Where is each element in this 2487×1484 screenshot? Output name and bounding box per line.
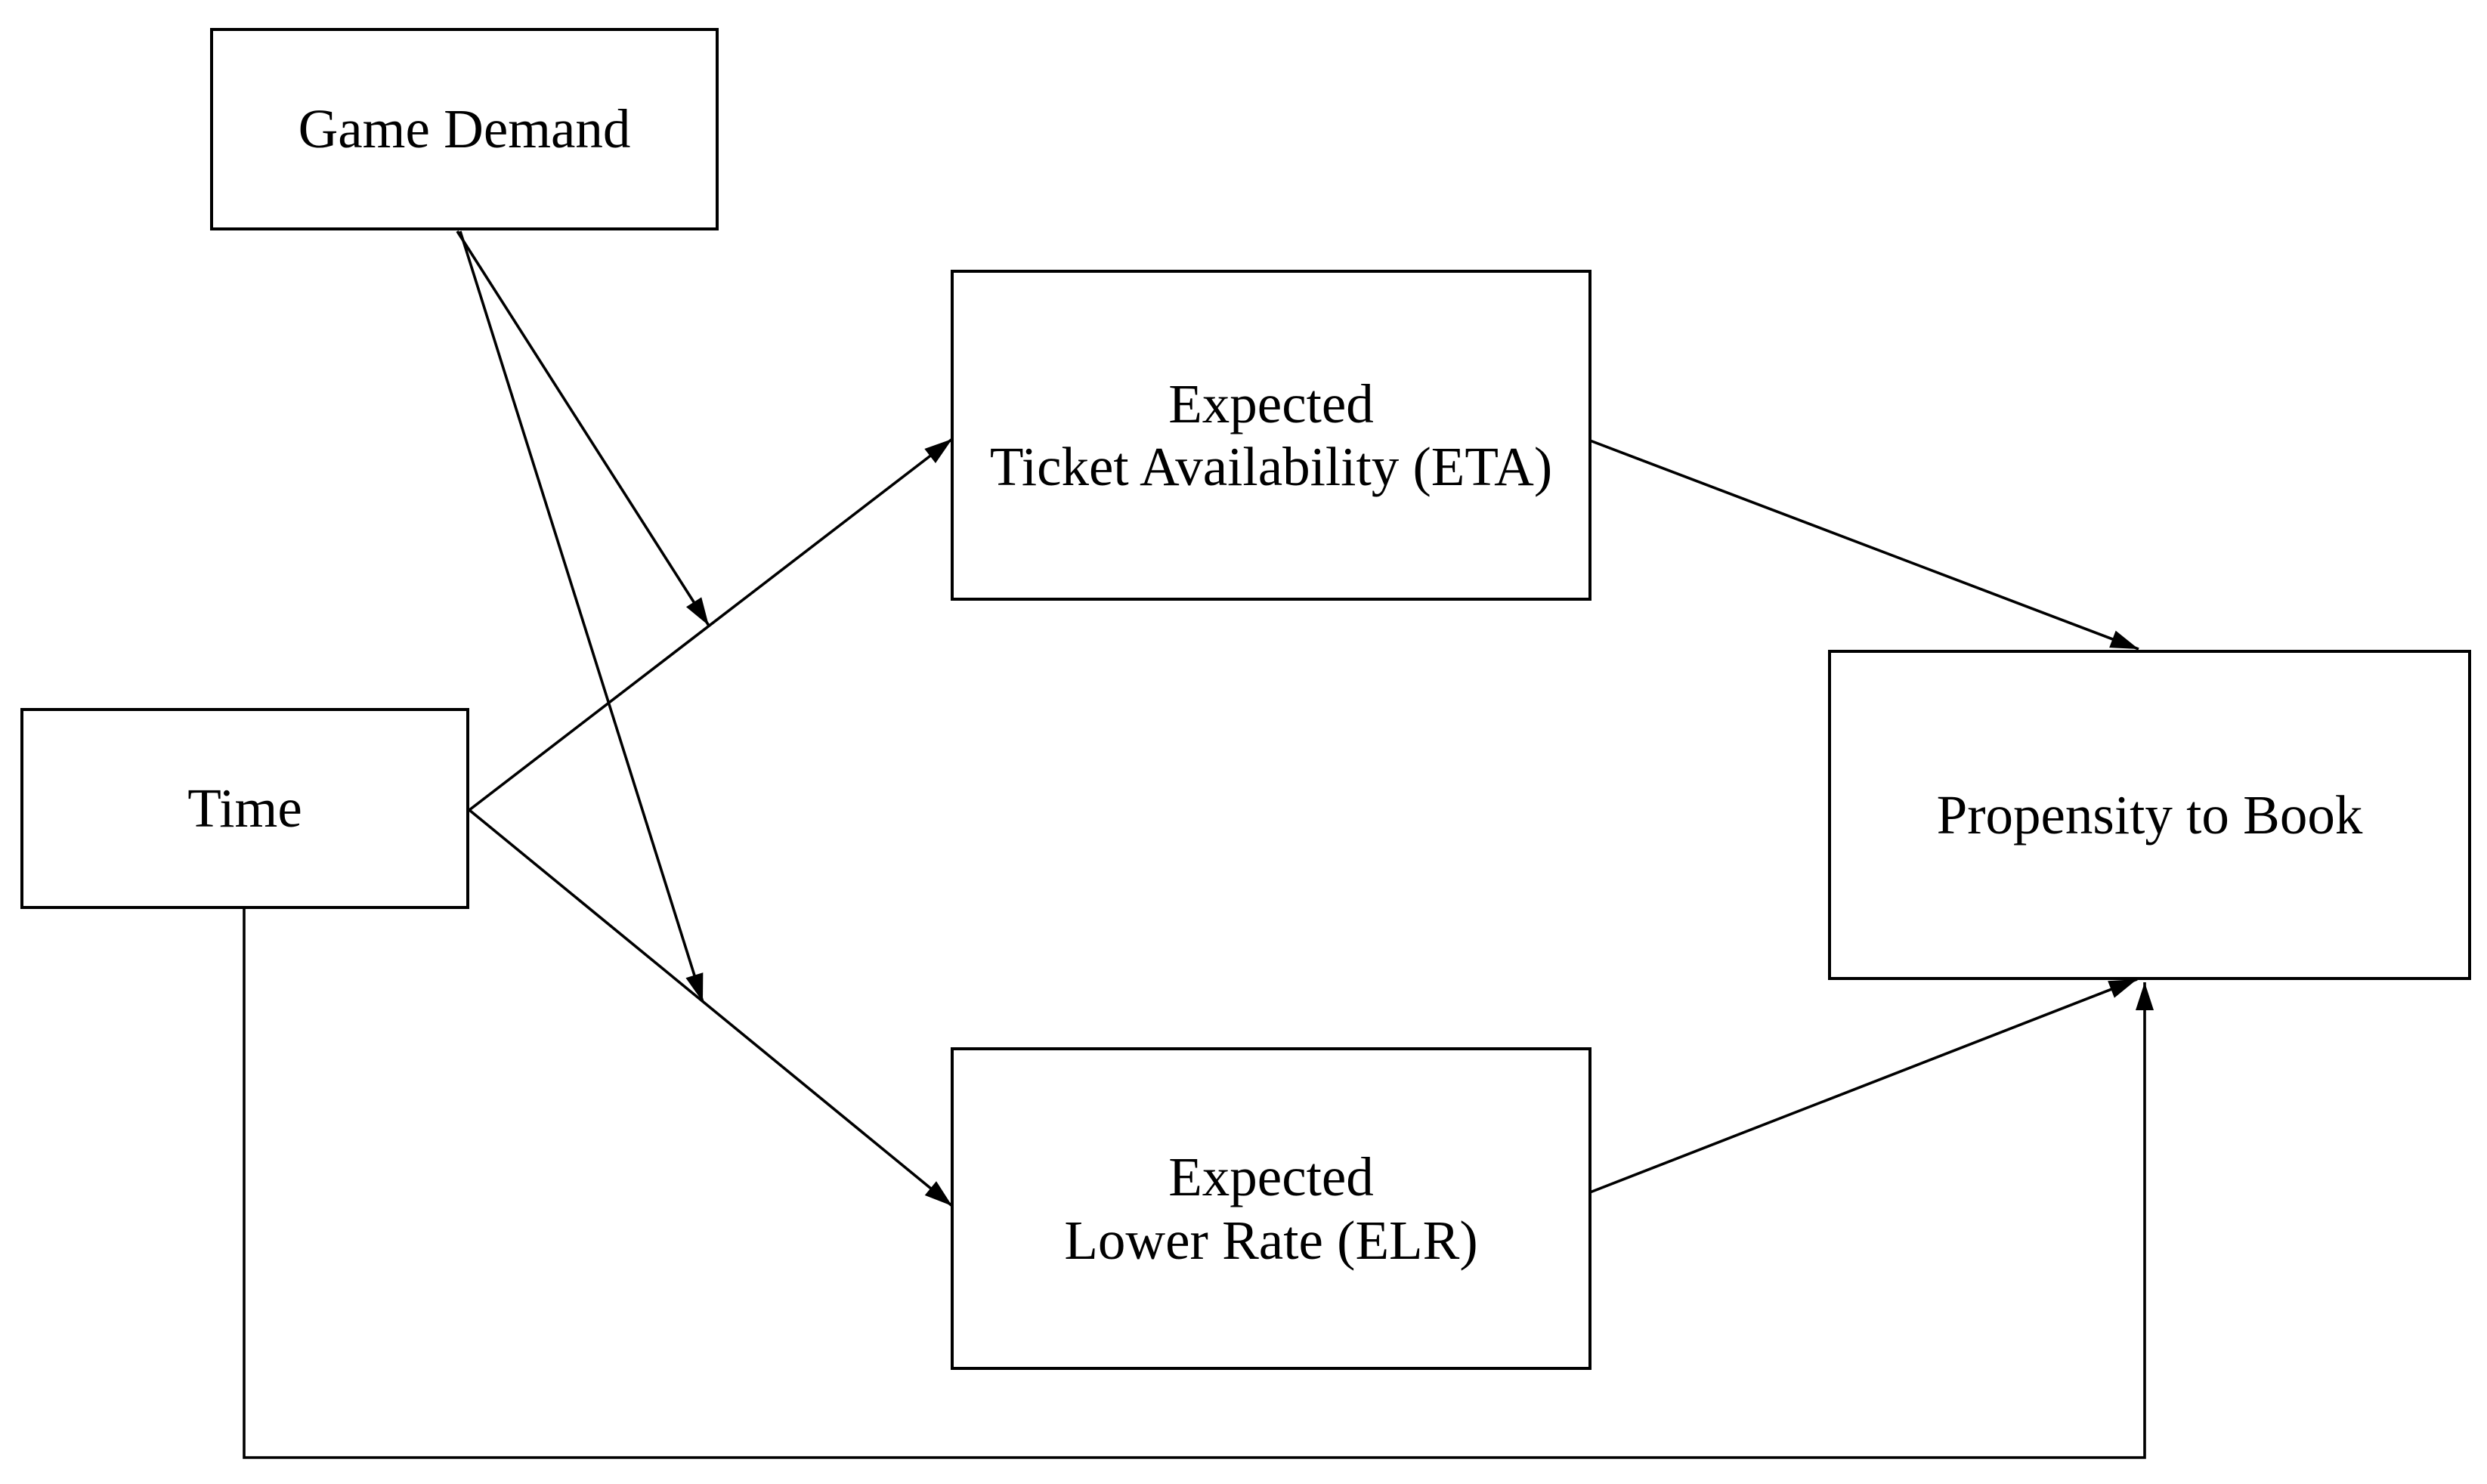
node-elr-label: Expected Lower Rate (ELR) xyxy=(1064,1145,1477,1271)
node-label-line: Propensity to Book xyxy=(1936,784,2363,846)
node-expected-ticket-availability: Expected Ticket Availability (ETA) xyxy=(951,270,1591,601)
arrow-time-to-elr xyxy=(468,808,954,1207)
node-label-line: Game Demand xyxy=(298,98,631,160)
node-game-demand-label: Game Demand xyxy=(299,97,631,160)
node-eta-label: Expected Ticket Availability (ETA) xyxy=(990,373,1552,498)
node-propensity-label: Propensity to Book xyxy=(1937,784,2363,846)
arrow-game-demand-to-time-elr-path xyxy=(459,230,704,1003)
node-label-line: Lower Rate (ELR) xyxy=(1064,1209,1478,1271)
node-label-line: Expected xyxy=(1168,373,1374,434)
node-expected-lower-rate: Expected Lower Rate (ELR) xyxy=(951,1047,1591,1370)
arrow-elr-to-propensity xyxy=(1589,978,2138,1194)
node-propensity-to-book: Propensity to Book xyxy=(1828,650,2471,980)
node-label-line: Expected xyxy=(1168,1146,1374,1208)
arrow-eta-to-propensity xyxy=(1589,439,2139,651)
arrow-time-to-propensity xyxy=(243,908,2154,1459)
node-game-demand: Game Demand xyxy=(210,28,719,230)
node-time: Time xyxy=(20,708,469,909)
arrow-game-demand-to-time-eta-path xyxy=(456,230,710,626)
node-label-line: Time xyxy=(187,778,302,839)
node-time-label: Time xyxy=(187,777,302,839)
node-label-line: Ticket Availability (ETA) xyxy=(989,436,1553,497)
arrow-time-to-eta xyxy=(468,437,954,812)
